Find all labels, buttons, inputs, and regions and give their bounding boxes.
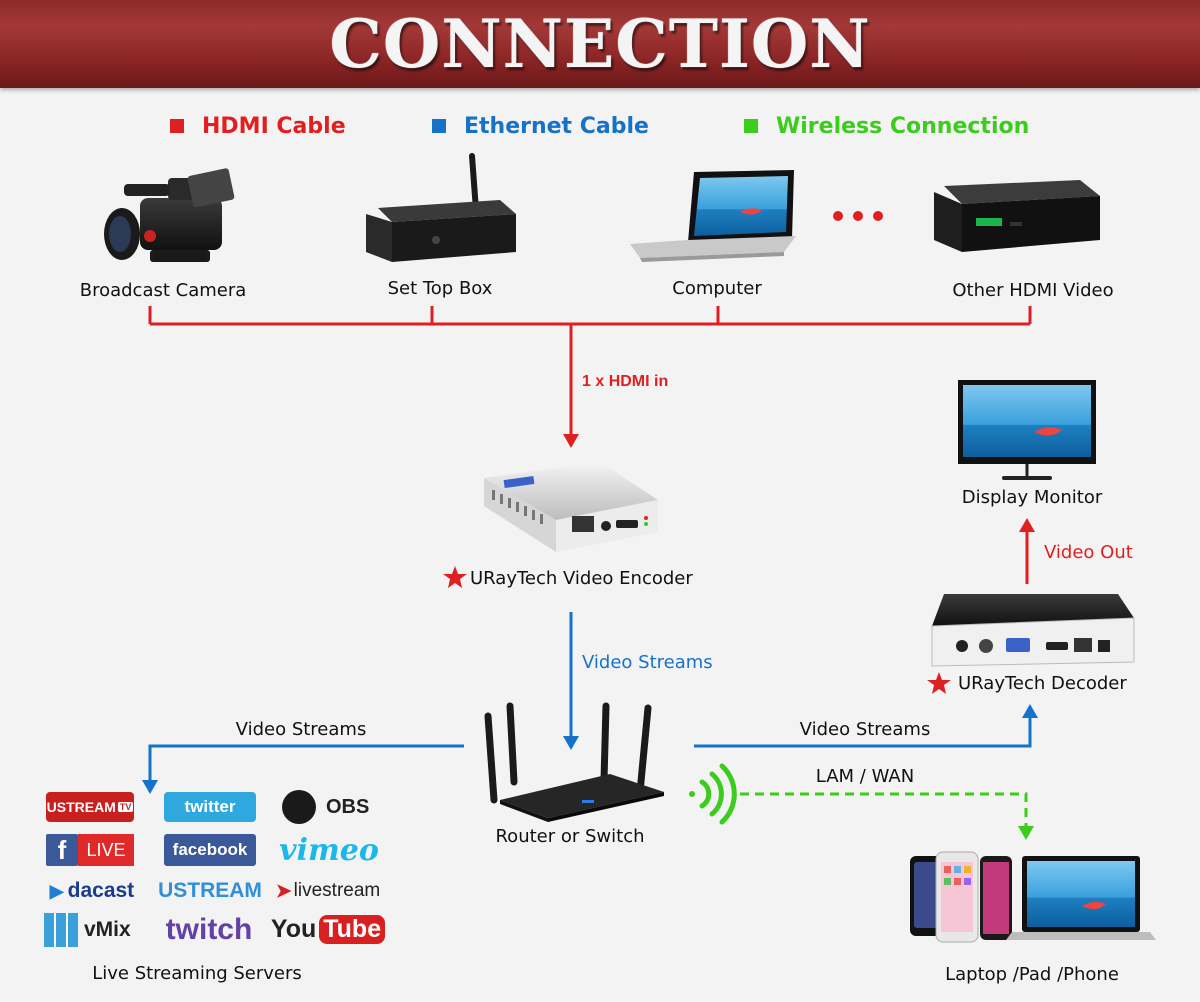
facebook-live-logo: f LIVE [46, 834, 134, 866]
camera-icon [104, 168, 235, 262]
facebook-f-icon: f [46, 834, 78, 866]
twitter-logo-text: twitter [184, 797, 236, 816]
legend-ethernet: Ethernet Cable [432, 113, 649, 139]
hdmi-decoder-to-monitor [1019, 518, 1035, 584]
legend-ethernet-label: Ethernet Cable [464, 113, 649, 139]
facebook-logo-text: facebook [172, 840, 248, 859]
page-title: CONNECTION [329, 5, 871, 83]
ustream-tv-logo-badge: TV [117, 802, 134, 812]
wireless-signal-icon [689, 763, 737, 825]
legend-wireless: Wireless Connection [744, 113, 1029, 139]
facebook-logo: facebook [164, 834, 256, 866]
lam-wan-label: LAM / WAN [815, 766, 915, 787]
ethernet-encoder-to-router [563, 612, 579, 750]
legend-hdmi-label: HDMI Cable [202, 113, 346, 139]
vimeo-logo: vimeo [278, 830, 380, 870]
monitor-label: Display Monitor [961, 487, 1103, 508]
decoder-label: URayTech Decoder [958, 673, 1127, 694]
twitter-logo: twitter [164, 792, 256, 822]
wireless-router-to-devices [740, 792, 1034, 840]
hdmi-media-box-icon [934, 180, 1100, 252]
livestream-logo: ➤livestream [272, 876, 384, 906]
ustream-tv-logo-text: USTREAM [46, 799, 116, 815]
video-out-label: Video Out [1044, 542, 1133, 563]
vimeo-logo-text: vimeo [279, 832, 379, 868]
youtube-logo-you: You [270, 914, 317, 943]
camera-label: Broadcast Camera [79, 280, 247, 301]
hdmi-in-label: 1 x HDMI in [582, 373, 669, 390]
encoder-star-icon [443, 566, 467, 588]
router-label: Router or Switch [495, 826, 645, 847]
video-encoder-icon [484, 462, 658, 552]
legend-hdmi: HDMI Cable [170, 113, 346, 139]
livestream-logo-text: livestream [293, 880, 381, 901]
client-devices-icon [910, 851, 1156, 943]
obs-logo: OBS [282, 788, 376, 826]
decoder-star-icon [927, 672, 951, 694]
servers-label: Live Streaming Servers [92, 963, 302, 984]
dacast-icon: ▶ [49, 880, 64, 901]
facebook-live-logo-text: LIVE [78, 834, 134, 866]
display-monitor-icon [958, 380, 1096, 480]
vmix-grid-icon [44, 913, 78, 947]
set-top-box-label: Set Top Box [387, 278, 493, 299]
computer-label: Computer [672, 278, 762, 299]
other-hdmi-label: Other HDMI Video [952, 280, 1114, 301]
set-top-box-icon [366, 153, 516, 262]
encoder-label: URayTech Video Encoder [470, 568, 693, 589]
hdmi-bus [148, 306, 1032, 448]
legend-ethernet-swatch [432, 119, 446, 133]
livestream-icon: ➤ [275, 880, 292, 902]
laptop-icon [630, 170, 796, 262]
obs-logo-text: OBS [326, 795, 370, 818]
vmix-logo-text: vMix [84, 918, 131, 941]
youtube-logo-tube: Tube [319, 914, 386, 944]
ethernet-router-to-servers [142, 744, 464, 794]
twitch-logo-text: twitch [165, 913, 253, 946]
video-streams-right-label: Video Streams [799, 719, 931, 740]
ethernet-router-to-decoder [694, 704, 1038, 748]
obs-icon [282, 790, 316, 824]
twitch-logo: twitch [160, 910, 258, 950]
vmix-logo: vMix [44, 912, 140, 948]
video-streams-down-label: Video Streams [582, 652, 713, 673]
ustream-logo-text: USTREAM [158, 879, 262, 902]
video-streams-left-label: Video Streams [235, 719, 367, 740]
more-devices-dots-icon [833, 211, 883, 221]
dacast-logo-text: dacast [67, 879, 135, 902]
legend-wireless-swatch [744, 119, 758, 133]
legend-hdmi-swatch [170, 119, 184, 133]
devices-label: Laptop /Pad /Phone [945, 964, 1119, 985]
legend-wireless-label: Wireless Connection [776, 113, 1030, 139]
dacast-logo: ▶dacast [42, 876, 142, 906]
title-banner [0, 0, 1200, 88]
ustream-logo: USTREAM [158, 876, 262, 906]
video-decoder-icon [931, 594, 1135, 667]
router-icon [484, 702, 664, 822]
